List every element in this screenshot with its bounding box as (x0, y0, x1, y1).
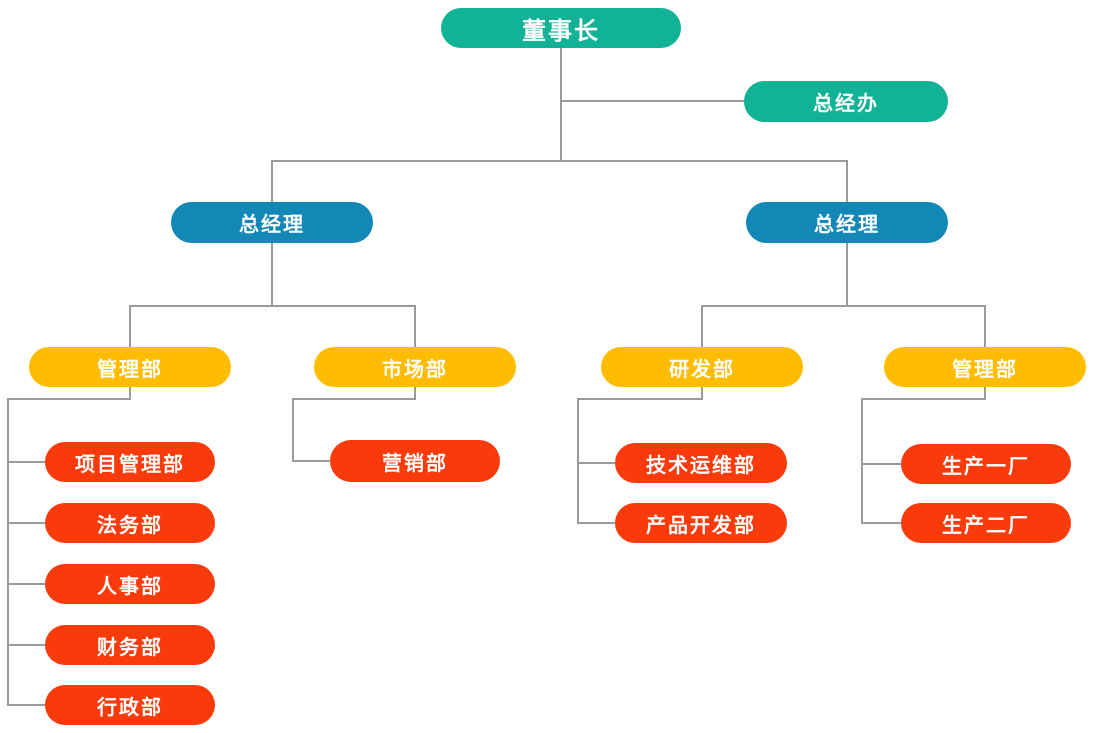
connector-line (577, 522, 615, 524)
connector-line (861, 463, 901, 465)
connector-line (701, 387, 703, 400)
node-product-dev-dept[interactable]: 产品开发部 (615, 503, 787, 543)
node-hr-dept[interactable]: 人事部 (45, 564, 215, 604)
connector-line (271, 160, 848, 162)
node-general-manager-right[interactable]: 总经理 (746, 202, 948, 243)
connector-line (846, 243, 848, 306)
node-rnd-dept[interactable]: 研发部 (601, 347, 803, 387)
connector-line (7, 644, 45, 646)
node-marketing-dept[interactable]: 营销部 (330, 440, 500, 482)
node-management-dept-left[interactable]: 管理部 (29, 347, 231, 387)
connector-line (701, 305, 703, 347)
connector-line (7, 398, 131, 400)
connector-line (129, 387, 131, 400)
connector-line (577, 398, 703, 400)
connector-line (984, 387, 986, 400)
node-tech-ops-dept[interactable]: 技术运维部 (615, 443, 787, 483)
connector-line (846, 160, 848, 202)
connector-line (414, 387, 416, 400)
connector-line (861, 398, 986, 400)
connector-line (861, 398, 863, 524)
node-legal-dept[interactable]: 法务部 (45, 503, 215, 543)
connector-line (7, 461, 45, 463)
connector-line (7, 522, 45, 524)
node-gm-office[interactable]: 总经办 (744, 81, 948, 122)
node-finance-dept[interactable]: 财务部 (45, 625, 215, 665)
node-market-dept[interactable]: 市场部 (314, 347, 516, 387)
node-production-plant-2[interactable]: 生产二厂 (901, 503, 1071, 543)
connector-line (271, 243, 273, 306)
connector-line (292, 460, 330, 462)
connector-line (7, 583, 45, 585)
connector-line (701, 305, 986, 307)
node-management-dept-right[interactable]: 管理部 (884, 347, 1086, 387)
connector-line (271, 160, 273, 202)
connector-line (560, 100, 744, 102)
connector-line (414, 305, 416, 347)
node-admin-dept[interactable]: 行政部 (45, 685, 215, 725)
connector-line (861, 522, 901, 524)
connector-line (292, 398, 294, 462)
connector-line (292, 398, 416, 400)
node-general-manager-left[interactable]: 总经理 (171, 202, 373, 243)
connector-line (984, 305, 986, 347)
connector-line (129, 305, 131, 347)
node-project-management-dept[interactable]: 项目管理部 (45, 442, 215, 482)
node-production-plant-1[interactable]: 生产一厂 (901, 444, 1071, 484)
connector-line (560, 48, 562, 161)
connector-line (7, 398, 9, 706)
connector-line (577, 398, 579, 524)
connector-line (129, 305, 416, 307)
connector-line (577, 462, 615, 464)
connector-line (7, 704, 45, 706)
node-chairman[interactable]: 董事长 (441, 8, 681, 48)
